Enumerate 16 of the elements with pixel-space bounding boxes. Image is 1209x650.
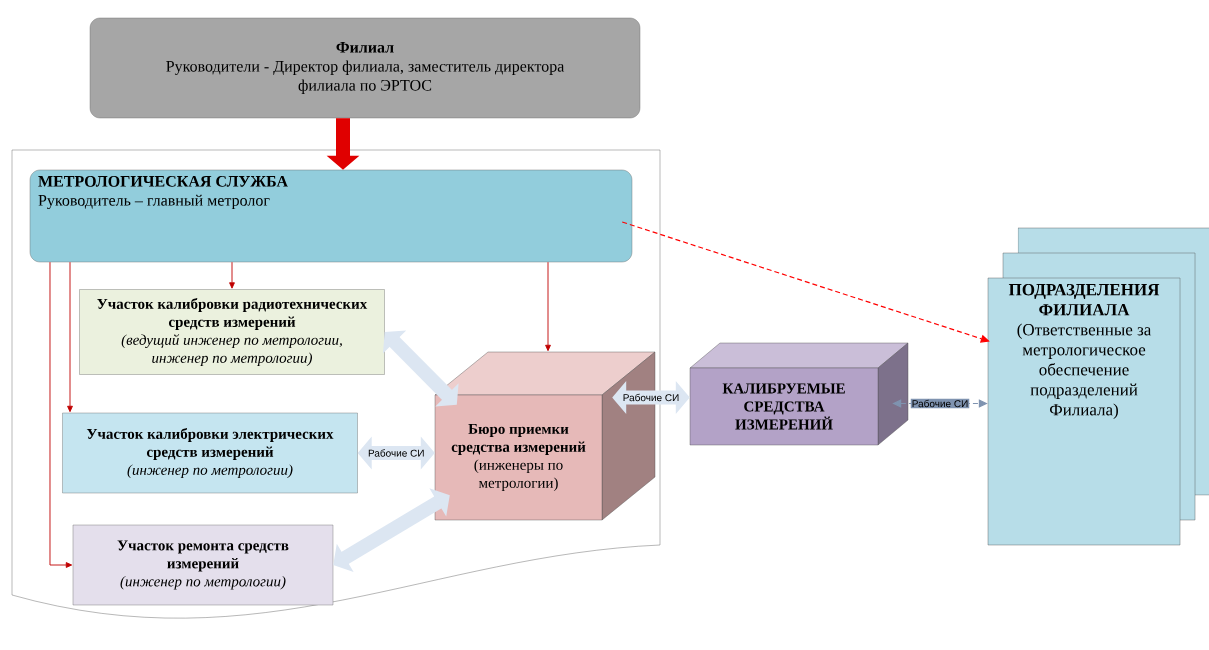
arrow — [49, 261, 73, 568]
arrow — [382, 330, 459, 407]
document-stack: ПОДРАЗДЕЛЕНИЯ ФИЛИАЛА (Ответственные за метрологическое обеспечение подразделений Филиала) — [987, 227, 1209, 546]
section-box: Участок ремонта средств измерений (инженер по метрологии) — [72, 524, 334, 606]
arrow — [229, 261, 235, 289]
service-box: МЕТРОЛОГИЧЕСКАЯ СЛУЖБА Руководитель – главный метролог — [29, 169, 633, 263]
arrow — [545, 261, 551, 352]
header-box: Филиал Руководители - Директор филиала, заместитель директора филиала по ЭРТОС — [89, 17, 641, 119]
edge-label: Рабочие СИ — [910, 398, 970, 409]
cube-box: КАЛИБРУЕМЫЕ СРЕДСТВА ИЗМЕРЕНИЙ — [689, 342, 909, 446]
arrow — [333, 488, 450, 572]
edge-label: Рабочие СИ — [367, 448, 426, 458]
arrow — [67, 261, 73, 413]
section-box: Участок калибровки радиотехнических средств измерений (ведущий инженер по метрологии, инженер по метрологии) — [79, 289, 385, 375]
section-box: Участок калибровки электрических средств измерений (инженер по метрологии) — [62, 412, 358, 494]
arrow — [612, 381, 690, 414]
